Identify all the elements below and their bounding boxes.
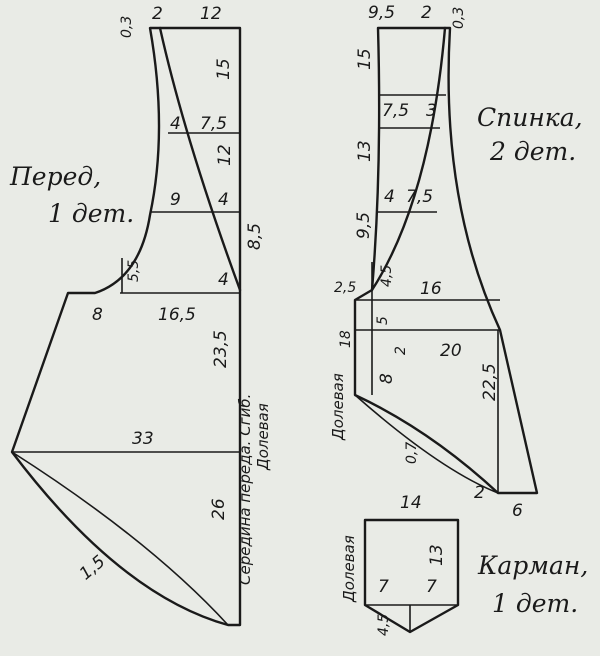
back-grain-label: Долевая: [329, 373, 347, 441]
back-title-2: 2 дет.: [489, 137, 576, 166]
pocket-dim-45: 4,5: [376, 614, 392, 636]
pocket-piece: 14 13 7 7 4,5 Карман, 1 дет. Долевая: [340, 493, 588, 636]
pocket-title-2: 1 дет.: [492, 589, 578, 618]
pocket-dim-7b: 7: [426, 577, 437, 597]
back-dim-2b: 2: [393, 346, 409, 355]
front-dim-03: 0,3: [119, 16, 135, 38]
back-dim-16: 16: [420, 279, 442, 299]
front-dim-12: 12: [215, 144, 235, 166]
back-dim-95: 9,5: [368, 3, 395, 23]
back-dim-8: 8: [377, 373, 397, 384]
back-inner-line: [370, 26, 447, 292]
front-dim-4c: 4: [218, 270, 229, 290]
front-dim-4: 4: [170, 114, 181, 134]
back-dim-75b: 7,5: [406, 187, 433, 207]
pocket-dim-7a: 7: [378, 577, 389, 597]
back-dim-03: 0,3: [451, 7, 467, 29]
back-title-1: Спинка,: [477, 103, 583, 132]
front-dim-33: 33: [132, 429, 154, 449]
front-dim-4b: 4: [218, 190, 229, 210]
back-dim-07: 0,7: [404, 442, 420, 464]
back-dim-95b: 9,5: [354, 212, 374, 239]
back-dim-75: 7,5: [382, 101, 409, 121]
back-dim-15: 15: [355, 48, 375, 70]
front-dim-15b: 1,5: [76, 552, 110, 585]
front-title-1: Перед,: [9, 162, 101, 191]
back-dim-18: 18: [338, 330, 354, 348]
front-dim-235: 23,5: [211, 330, 231, 368]
front-title-2: 1 дет.: [48, 199, 134, 228]
front-outline: [10, 26, 242, 627]
back-dim-5: 5: [375, 316, 391, 325]
back-dim-2c: 2: [474, 483, 485, 503]
back-outline: [353, 26, 539, 495]
front-dim-2: 2: [152, 4, 163, 24]
pocket-grain-label: Долевая: [340, 535, 358, 603]
back-piece: 9,5 2 0,3 15 7,5 3 13 4 7,5 9,5 2,5 4,5 …: [329, 3, 583, 521]
back-dim-20: 20: [440, 341, 462, 361]
back-dim-3: 3: [426, 101, 437, 121]
front-fold-label: Середина переда. Сгиб.: [236, 394, 254, 585]
pocket-dim-13: 13: [427, 544, 447, 566]
front-dim-8: 8: [92, 305, 103, 325]
front-dim-26: 26: [209, 498, 229, 520]
back-dim-25: 2,5: [334, 280, 356, 296]
front-grain-label: Долевая: [254, 403, 272, 471]
front-dim-9: 9: [170, 190, 181, 210]
back-dim-4: 4: [384, 187, 395, 207]
front-hem-guide: [11, 451, 229, 626]
back-dim-6: 6: [512, 501, 523, 521]
front-dim-55: 5,5: [126, 260, 142, 282]
pocket-title-1: Карман,: [477, 551, 588, 580]
front-piece: 0,3 2 12 15 4 7,5 12 9 4 8,5 5,5 4 8 16,…: [9, 4, 272, 627]
front-dim-15: 15: [214, 58, 234, 80]
back-dim-225: 22,5: [480, 363, 500, 401]
front-dim-165: 16,5: [158, 305, 196, 325]
back-hem-guide: [354, 394, 499, 494]
front-dim-85: 8,5: [245, 223, 265, 250]
front-dim-12-top: 12: [200, 4, 222, 24]
front-dim-75: 7,5: [200, 114, 227, 134]
back-dim-2: 2: [421, 3, 432, 23]
back-dim-45: 4,5: [379, 265, 395, 287]
front-inner-line: [158, 26, 242, 292]
pocket-dim-14: 14: [400, 493, 422, 513]
pocket-outline: [363, 518, 460, 634]
back-dim-13: 13: [355, 140, 375, 162]
